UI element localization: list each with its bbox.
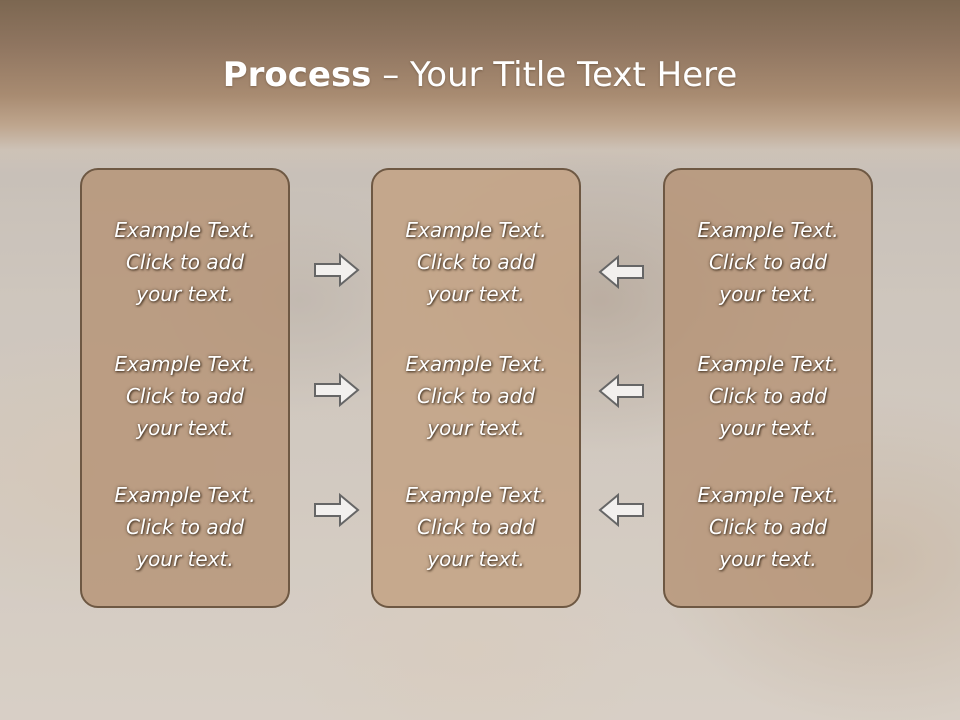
- text-line: your text.: [719, 547, 817, 571]
- text-block[interactable]: Example Text. Click to add your text.: [373, 479, 579, 575]
- text-line: Example Text.: [114, 352, 256, 376]
- text-line: your text.: [427, 416, 525, 440]
- text-line: Click to add: [416, 384, 536, 408]
- text-line: Example Text.: [114, 218, 256, 242]
- text-line: Example Text.: [697, 352, 839, 376]
- text-block[interactable]: Example Text. Click to add your text.: [82, 348, 288, 444]
- slide-title[interactable]: Process – Your Title Text Here: [0, 50, 960, 100]
- title-band: [0, 0, 960, 175]
- arrow-right-icon[interactable]: [312, 490, 362, 530]
- text-block[interactable]: Example Text. Click to add your text.: [373, 348, 579, 444]
- text-line: Click to add: [708, 250, 828, 274]
- text-block[interactable]: Example Text. Click to add your text.: [665, 214, 871, 310]
- text-line: Click to add: [125, 515, 245, 539]
- arrow-left-icon[interactable]: [596, 371, 646, 411]
- text-block[interactable]: Example Text. Click to add your text.: [665, 348, 871, 444]
- center-panel[interactable]: Example Text. Click to add your text. Ex…: [371, 168, 581, 608]
- left-panel[interactable]: Example Text. Click to add your text. Ex…: [80, 168, 290, 608]
- text-line: Example Text.: [697, 218, 839, 242]
- text-line: Click to add: [416, 515, 536, 539]
- text-line: Click to add: [708, 384, 828, 408]
- text-line: Example Text.: [114, 483, 256, 507]
- text-line: Click to add: [125, 250, 245, 274]
- arrow-left-icon[interactable]: [596, 490, 646, 530]
- text-line: your text.: [136, 282, 234, 306]
- text-block[interactable]: Example Text. Click to add your text.: [82, 479, 288, 575]
- text-line: your text.: [719, 416, 817, 440]
- text-block[interactable]: Example Text. Click to add your text.: [665, 479, 871, 575]
- text-line: Example Text.: [405, 218, 547, 242]
- text-line: Example Text.: [405, 352, 547, 376]
- right-panel[interactable]: Example Text. Click to add your text. Ex…: [663, 168, 873, 608]
- text-line: your text.: [427, 547, 525, 571]
- text-block[interactable]: Example Text. Click to add your text.: [82, 214, 288, 310]
- text-line: your text.: [719, 282, 817, 306]
- text-line: Click to add: [708, 515, 828, 539]
- text-line: Click to add: [416, 250, 536, 274]
- text-line: Example Text.: [405, 483, 547, 507]
- text-line: your text.: [427, 282, 525, 306]
- arrow-right-icon[interactable]: [312, 370, 362, 410]
- text-line: your text.: [136, 416, 234, 440]
- title-rest: – Your Title Text Here: [371, 55, 738, 95]
- text-line: Click to add: [125, 384, 245, 408]
- arrow-right-icon[interactable]: [312, 250, 362, 290]
- text-line: your text.: [136, 547, 234, 571]
- arrow-left-icon[interactable]: [596, 252, 646, 292]
- text-block[interactable]: Example Text. Click to add your text.: [373, 214, 579, 310]
- title-bold: Process: [222, 55, 372, 95]
- text-line: Example Text.: [697, 483, 839, 507]
